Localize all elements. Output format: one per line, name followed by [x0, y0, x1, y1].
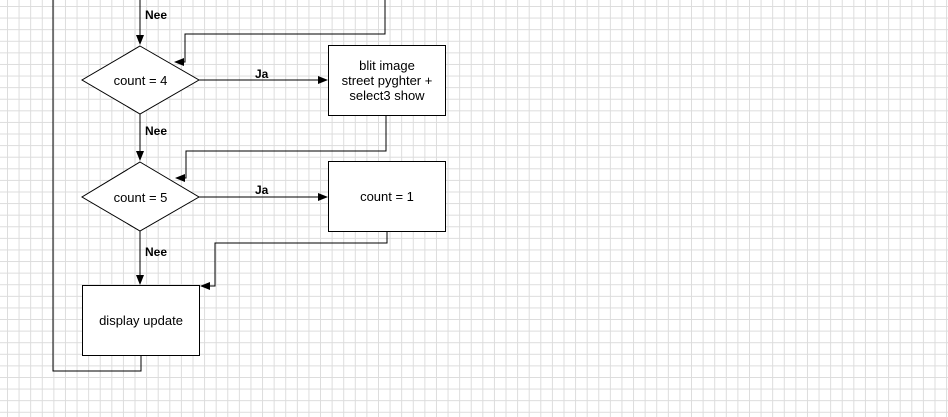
edge-loop-back	[52, 0, 142, 372]
edge-label-top-no: Nee	[145, 8, 168, 22]
edge-label-d5-yes: Ja	[255, 183, 269, 197]
edge-label-d4-no: Nee	[145, 124, 168, 138]
box-count-set-1-label: count = 1	[360, 189, 414, 204]
box-count-set-1: count = 1	[328, 161, 446, 232]
diamond-count-eq-5-label: count = 5	[113, 189, 168, 205]
edge-label-d4-yes: Ja	[255, 67, 269, 81]
box-display-update: display update	[82, 285, 200, 356]
diamond-count-eq-4-label: count = 4	[113, 72, 168, 88]
edge-label-d5-no: Nee	[145, 245, 168, 259]
edge-return-into-d4	[174, 0, 386, 66]
edge-count1-into-display	[200, 232, 388, 290]
edge-blit-into-d5	[175, 116, 387, 182]
box-blit-image-label: blit image street pyghter + select3 show	[341, 58, 433, 103]
box-blit-image: blit image street pyghter + select3 show	[328, 45, 446, 116]
box-display-update-label: display update	[99, 313, 183, 328]
